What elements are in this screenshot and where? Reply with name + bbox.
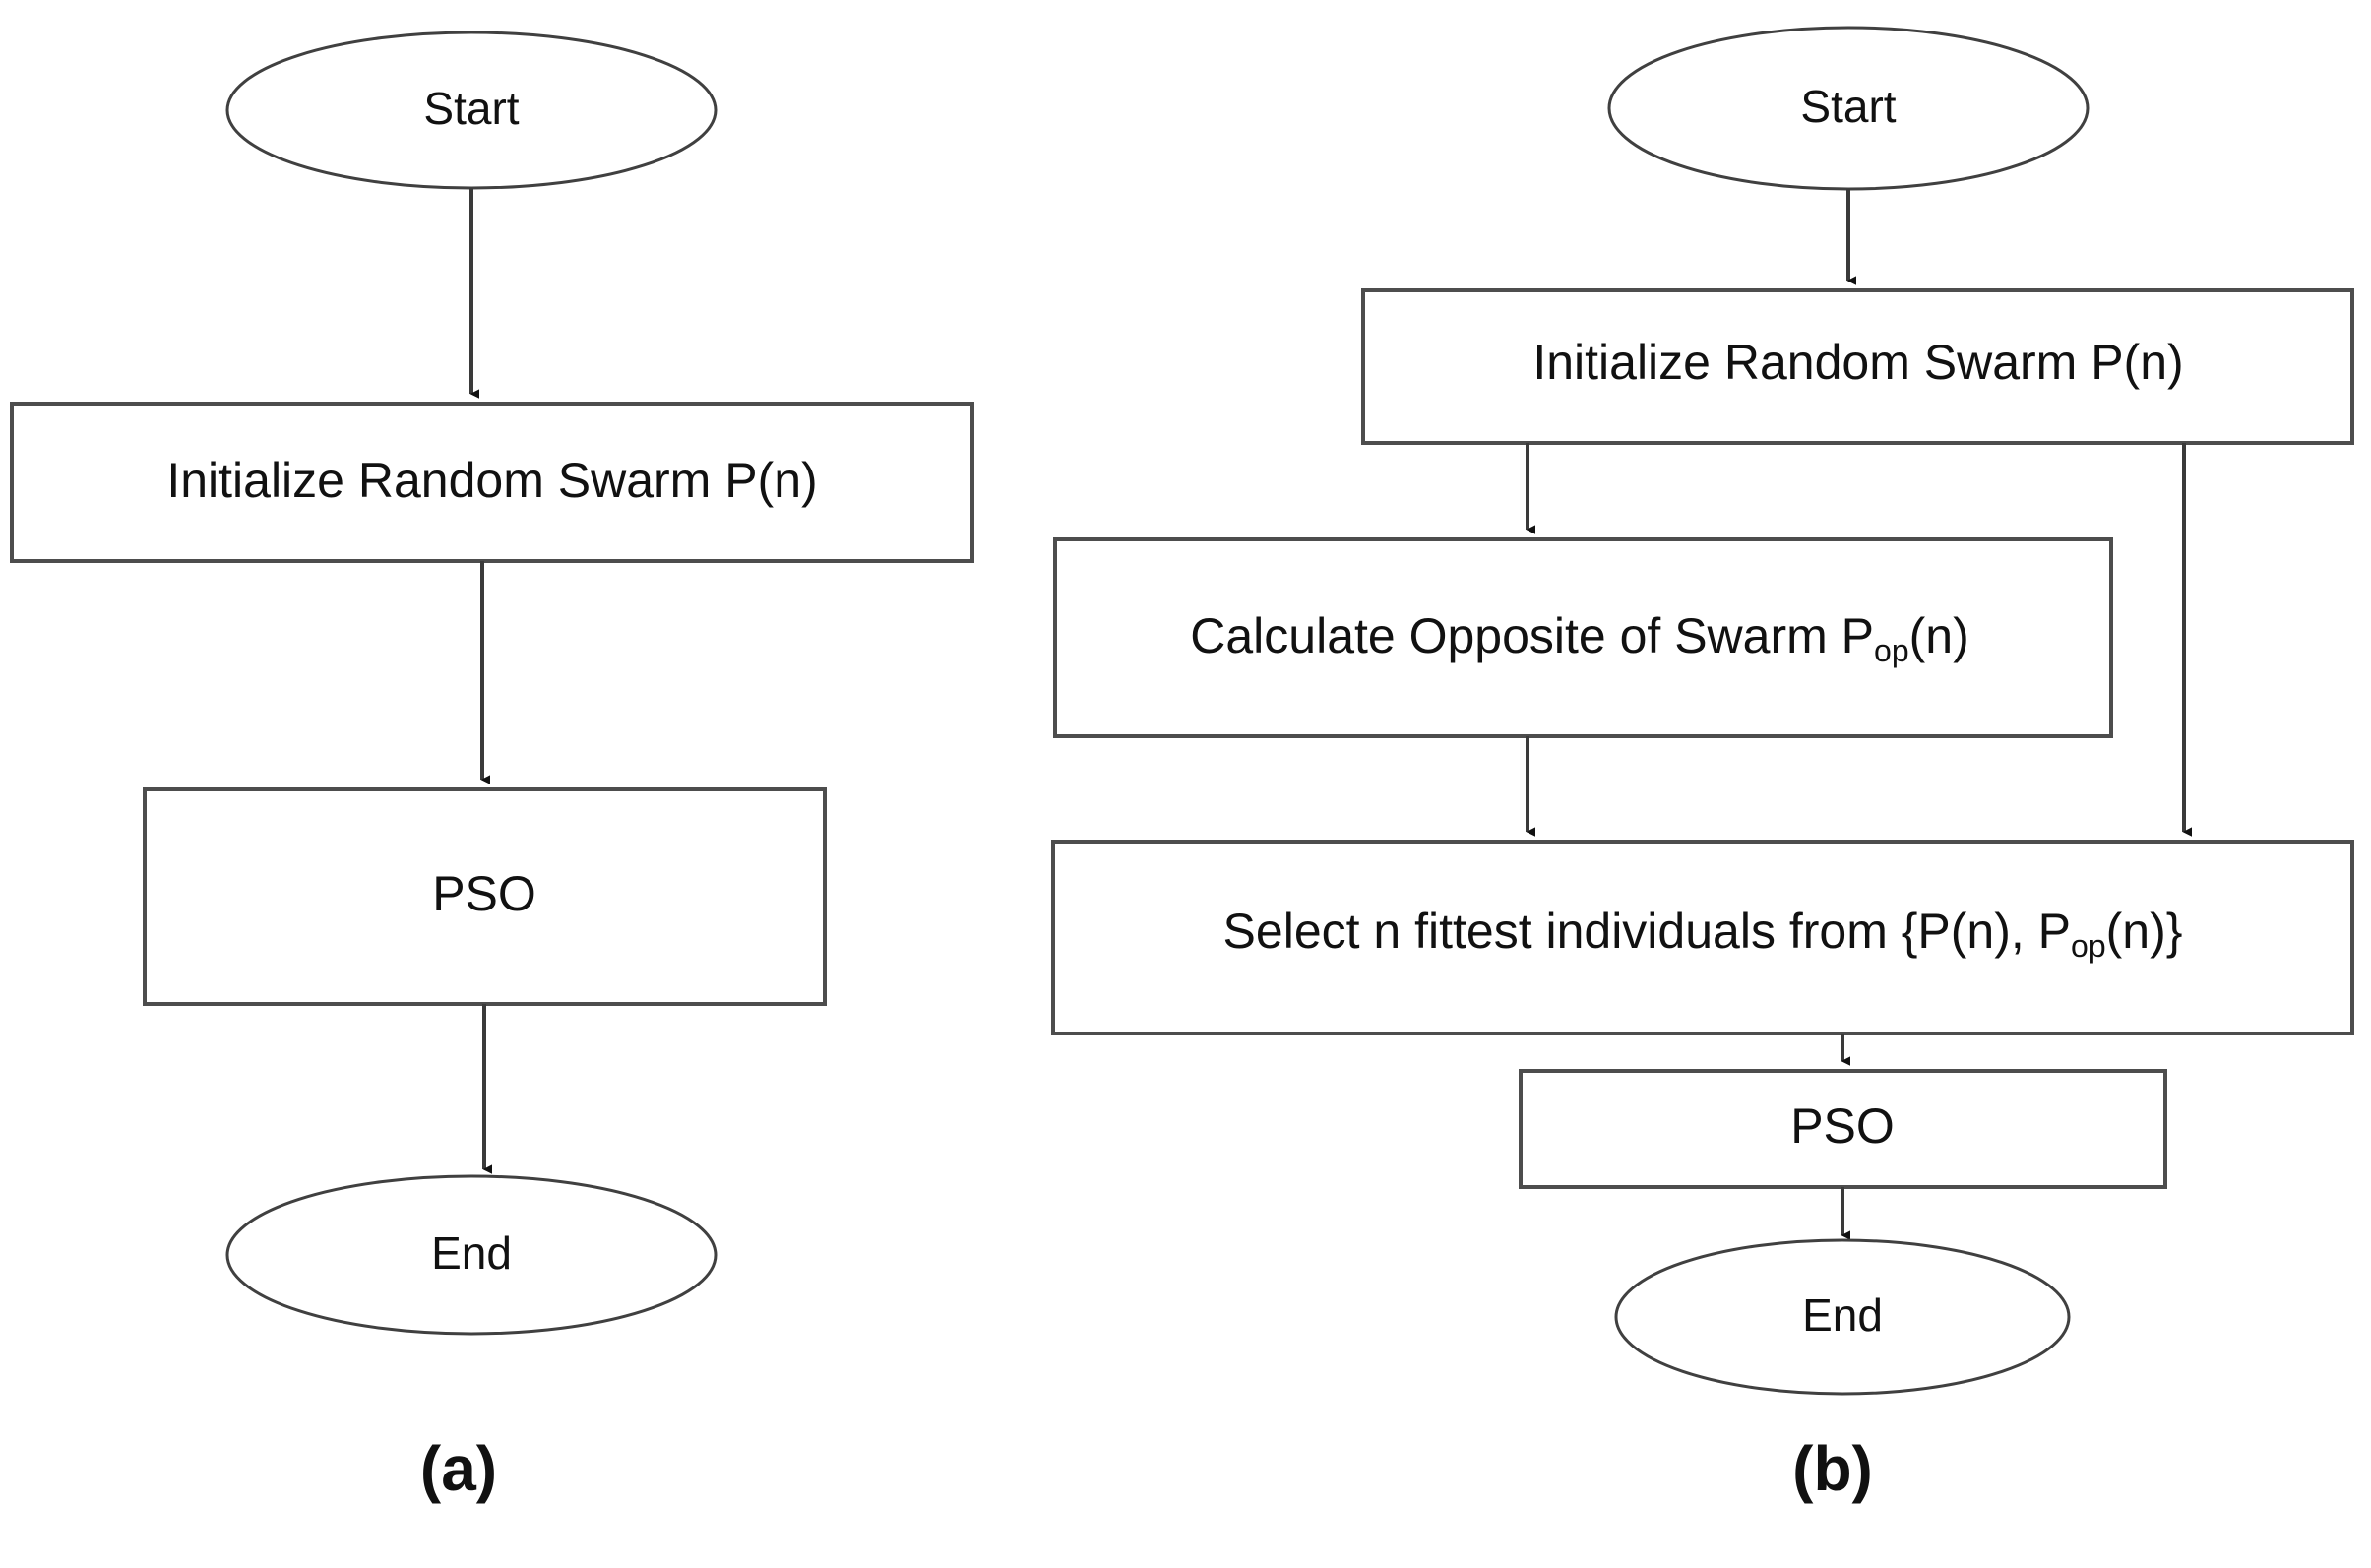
node-b-end[interactable]: End [1614,1238,2071,1396]
panel-a-caption: (a) [420,1433,497,1504]
b-opposite-label-subscript: op [1874,633,1909,668]
node-b-select[interactable]: Select n fittest individuals from {P(n),… [1051,840,2354,1035]
b-init-rect-shape [1361,288,2354,445]
b-end-label: End [1802,1289,1883,1341]
node-b-start[interactable]: Start [1607,26,2090,191]
b-select-rect-shape [1051,840,2354,1035]
a-init-rect-shape [10,402,974,563]
node-b-init[interactable]: Initialize Random Swarm P(n) [1361,288,2354,445]
b-pso-rect-shape [1519,1069,2167,1189]
b-select-label: Select n fittest individuals from {P(n),… [1223,904,2183,964]
node-a-pso[interactable]: PSO [143,787,827,1006]
b-pso-label: PSO [1790,1098,1895,1154]
b-select-label-subscript: op [2071,928,2106,964]
b-opposite-label-suffix: (n) [1909,608,1969,663]
b-select-label-suffix: (n)} [2106,904,2183,959]
node-b-opposite[interactable]: Calculate Opposite of Swarm Pop(n) [1053,537,2113,738]
a-start-label: Start [423,83,519,134]
b-opposite-rect-shape [1053,537,2113,738]
b-init-label: Initialize Random Swarm P(n) [1532,335,2183,390]
node-a-end[interactable]: End [225,1174,718,1336]
b-end-ellipse-shape [1614,1238,2071,1396]
a-pso-label: PSO [432,866,536,921]
b-start-label: Start [1800,81,1896,132]
a-init-label: Initialize Random Swarm P(n) [166,453,817,508]
node-b-pso[interactable]: PSO [1519,1069,2167,1189]
panel-b-caption: (b) [1792,1433,1873,1504]
b-opposite-label: Calculate Opposite of Swarm Pop(n) [1190,608,1968,668]
a-end-label: End [431,1227,512,1279]
node-a-start[interactable]: Start [225,31,718,190]
b-opposite-label-prefix: Calculate Opposite of Swarm P [1190,608,1874,663]
b-select-label-prefix: Select n fittest individuals from {P(n),… [1223,904,2071,959]
a-end-ellipse-shape [225,1174,718,1336]
node-a-init[interactable]: Initialize Random Swarm P(n) [10,402,974,563]
